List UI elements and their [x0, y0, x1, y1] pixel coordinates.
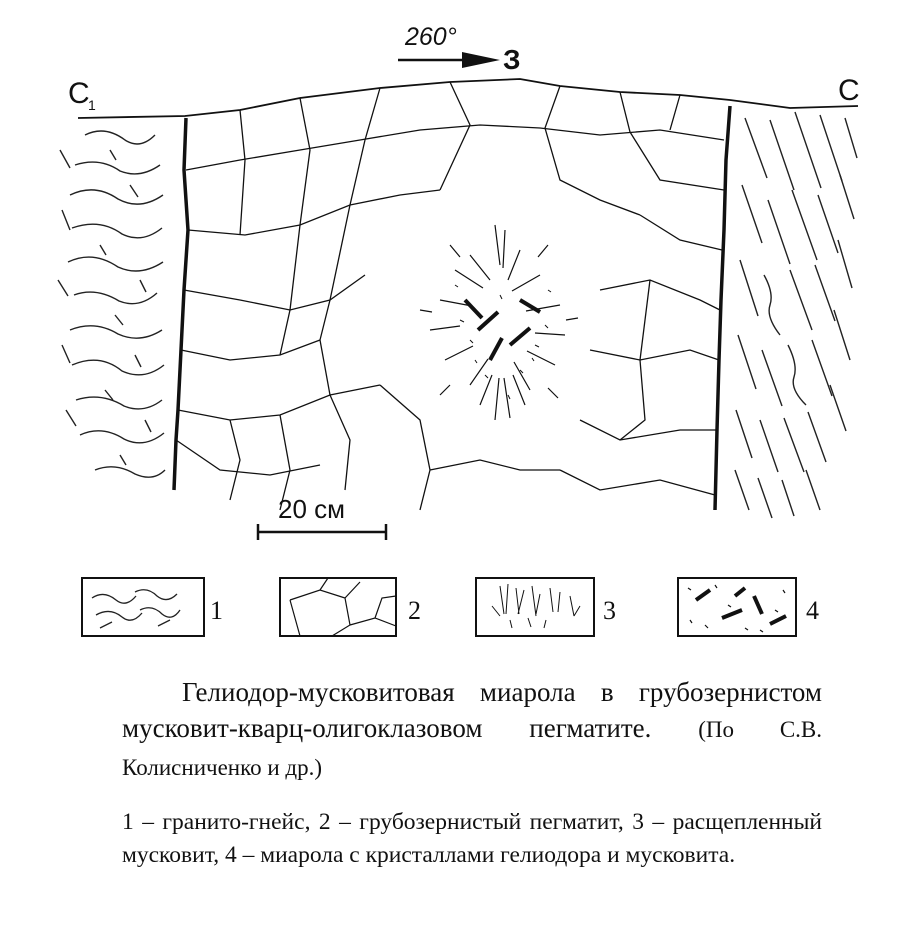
right-granite-gneiss-zone	[734, 111, 858, 519]
miarole-cross-section-diagram: 260° З С 1 С	[57, 23, 860, 637]
left-contact-line	[172, 117, 190, 491]
legend-item-2: 2	[279, 577, 421, 637]
right-contact-label: С	[838, 74, 860, 107]
coarse-pegmatite-cells	[175, 81, 725, 511]
legend-item-3: 3	[475, 577, 616, 637]
legend-item-4: 4	[677, 577, 819, 637]
legend: 1 2 3 4	[81, 577, 819, 637]
left-granite-gneiss-zone	[57, 130, 166, 478]
legend-item-1: 1	[81, 577, 223, 637]
legend-num-3: 3	[603, 596, 616, 625]
scale-bar: 20 см	[256, 494, 388, 540]
legend-num-1: 1	[210, 596, 223, 625]
miarole-body	[419, 224, 579, 421]
ground-surface-line	[77, 78, 859, 119]
pegmatite-cells-icon	[279, 577, 397, 637]
figure-caption: Гелиодор-мусковитовая миарола в грубозер…	[122, 674, 822, 786]
orientation-arrow-head-icon	[462, 52, 500, 68]
scale-bar-label: 20 см	[278, 494, 345, 524]
legend-description: 1 – гранито-гнейс, 2 – грубозернистый пе…	[122, 809, 822, 868]
caption-title: Гелиодор-мусковитовая миарола в грубозер…	[122, 677, 822, 743]
left-contact-label: С	[68, 77, 90, 110]
legend-num-2: 2	[408, 596, 421, 625]
gneiss-hatch-icon	[81, 577, 205, 637]
legend-num-4: 4	[806, 596, 819, 625]
direction-label: З	[503, 44, 521, 75]
orientation-marker: 260° З	[398, 23, 521, 75]
azimuth-label: 260°	[404, 23, 457, 51]
left-contact-subscript: 1	[88, 97, 96, 113]
caption-source: (По С.В. Колисниченко и др.)	[122, 717, 823, 780]
miarole-crystals-icon	[677, 577, 797, 637]
split-muscovite-icon	[475, 577, 595, 637]
